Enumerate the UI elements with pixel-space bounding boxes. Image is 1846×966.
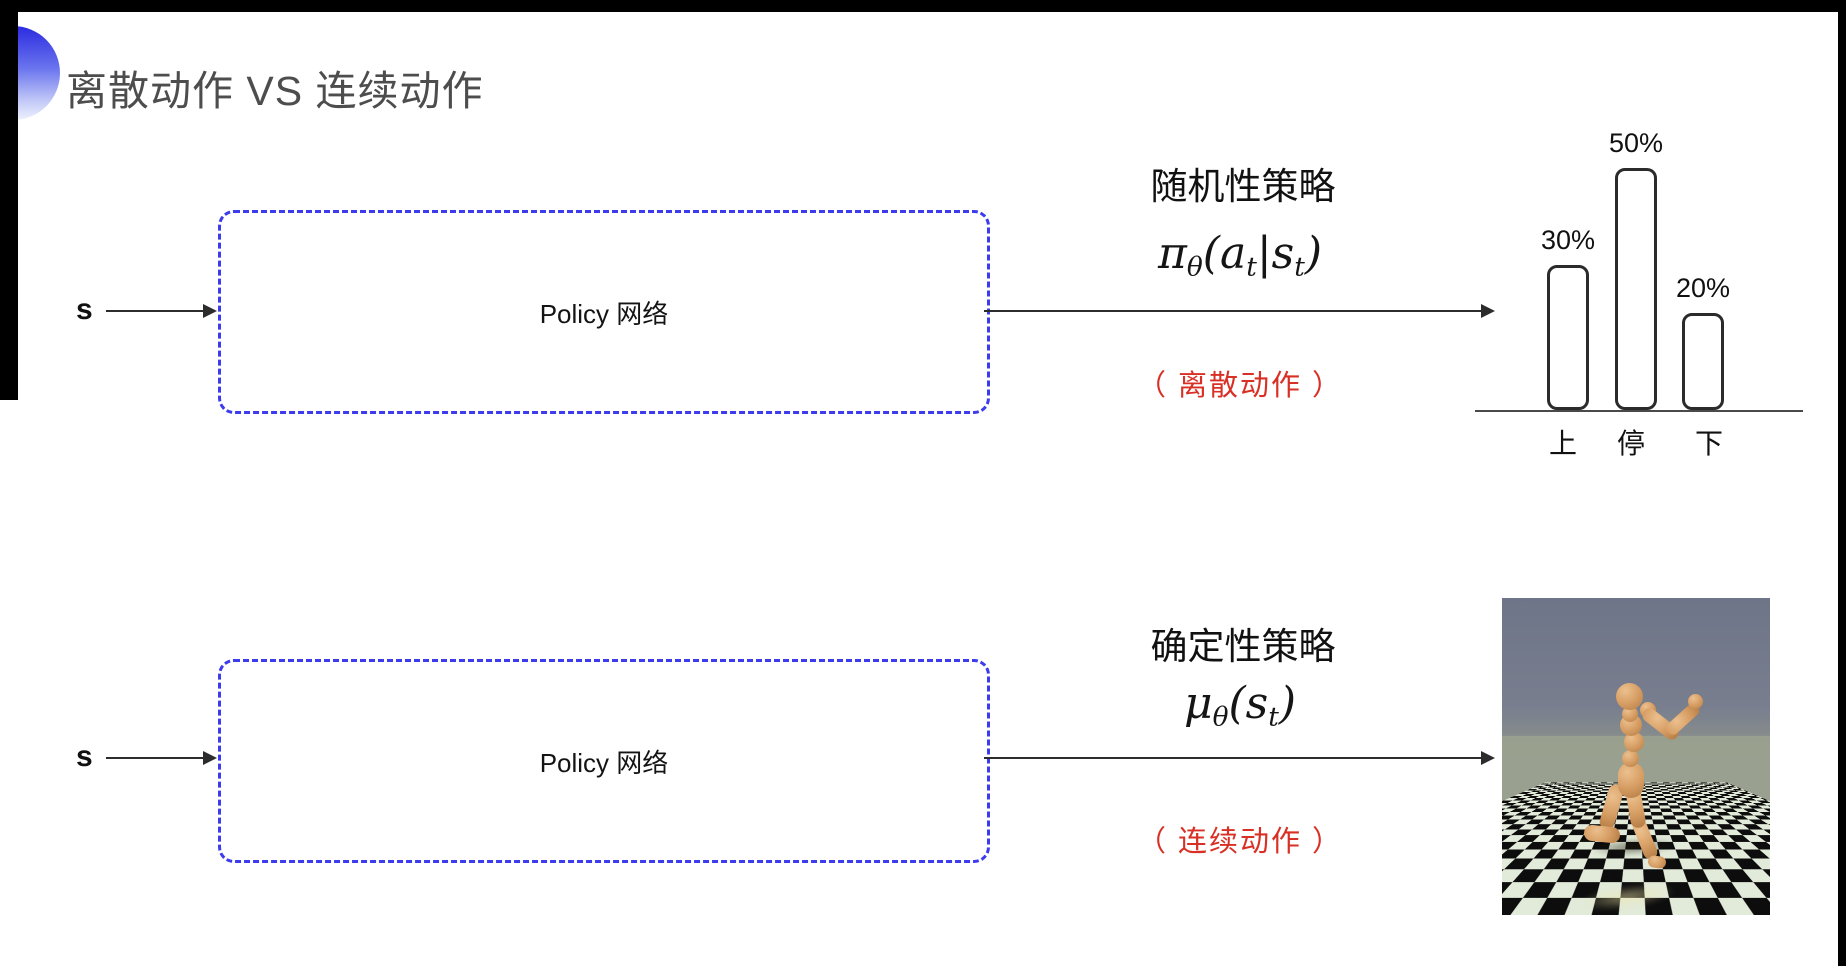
bottom-policy-network-label: Policy 网络 [539, 747, 669, 778]
robot-neck-segment [1622, 706, 1638, 722]
robot-belly-segment [1624, 732, 1644, 752]
formula-theta-sub: θ [1186, 251, 1203, 283]
bar-value-label: 50% [1608, 128, 1664, 158]
formula-close: ) [1278, 678, 1297, 729]
robot-spine-segment [1622, 750, 1639, 767]
robot-head [1616, 683, 1643, 710]
stochastic-policy-title: 随机性策略 [1150, 166, 1336, 207]
formula-close: ) [1304, 228, 1322, 279]
bar-value-label: 20% [1675, 273, 1731, 303]
formula-theta-sub: θ [1212, 701, 1229, 733]
formula-open-a: (a [1202, 228, 1247, 279]
stochastic-policy-formula: πθ(at|st) [1040, 228, 1440, 282]
formula-t-sub2: t [1294, 251, 1305, 283]
top-input-arrow [106, 304, 217, 318]
bar-group-down: 20% [1668, 273, 1738, 410]
letterbox-left-bar [0, 0, 18, 400]
robot-pelvis [1618, 762, 1644, 798]
letterbox-top-bar [0, 0, 1846, 12]
top-output-arrow [984, 304, 1495, 318]
bar-value-label: 30% [1540, 225, 1596, 255]
formula-mu: μ [1183, 678, 1213, 729]
bottom-output-arrow [984, 751, 1495, 765]
top-state-input-label: s [76, 293, 93, 326]
formula-pi: π [1157, 228, 1187, 279]
humanoid-simulation-image [1502, 598, 1770, 915]
formula-t-sub: t [1246, 251, 1257, 283]
category-label-up: 上 [1548, 428, 1577, 459]
letterbox-right-bar [1838, 0, 1846, 966]
deterministic-policy-title: 确定性策略 [1150, 626, 1336, 667]
bar-group-up: 30% [1533, 225, 1603, 410]
page-title: 离散动作 VS 连续动作 [66, 68, 484, 115]
bar-group-stop: 50% [1601, 128, 1671, 410]
robot-fist [1688, 694, 1703, 709]
bottom-input-arrow [106, 751, 217, 765]
continuous-action-note: （ 连续动作 ） [1136, 826, 1344, 858]
formula-open-s: (s [1228, 678, 1269, 729]
bottom-policy-network-box: Policy 网络 [218, 659, 990, 863]
bottom-state-input-label: s [76, 740, 93, 773]
formula-given-s: |s [1256, 228, 1295, 279]
top-policy-network-label: Policy 网络 [539, 298, 669, 329]
top-policy-network-box: Policy 网络 [218, 210, 990, 414]
formula-t-sub: t [1268, 701, 1279, 733]
bar-up [1547, 265, 1589, 410]
bar-stop [1615, 168, 1657, 410]
discrete-action-note: （ 离散动作 ） [1136, 370, 1344, 402]
bar-down [1682, 313, 1724, 410]
category-label-stop: 停 [1616, 428, 1645, 459]
chart-baseline-axis [1475, 410, 1803, 412]
action-probability-bar-chart: 30% 50% 20% 上 停 下 [1475, 110, 1805, 460]
category-label-down: 下 [1694, 428, 1723, 459]
deterministic-policy-formula: μθ(st) [1040, 678, 1440, 732]
